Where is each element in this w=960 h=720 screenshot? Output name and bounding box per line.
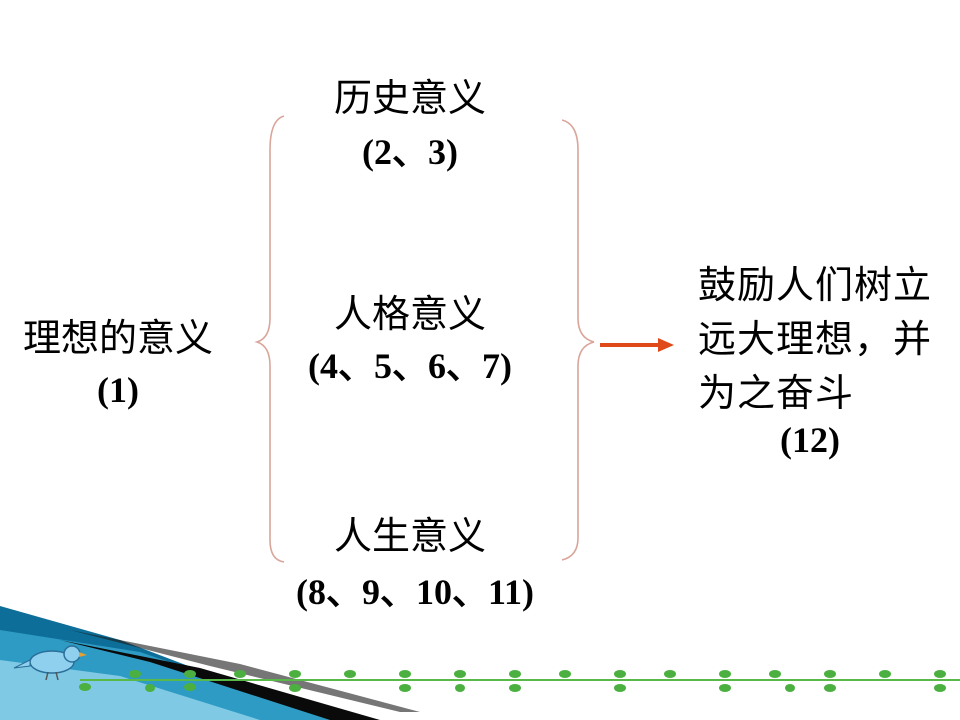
left-brace <box>254 115 285 563</box>
branch-personality-title: 人格意义 <box>333 292 486 336</box>
branch-personality-numbers: (4、5、6、7) <box>308 346 512 386</box>
footer-wave <box>0 606 420 720</box>
right-arrow <box>600 338 674 352</box>
conclusion-number: (12) <box>780 420 840 460</box>
left-number: (1) <box>97 370 139 410</box>
right-brace <box>561 119 595 561</box>
branch-life-numbers: (8、9、10、11) <box>296 572 534 612</box>
conclusion-text: 鼓励人们树立远大理想，并为之奋斗 <box>698 263 933 415</box>
vine-leaves <box>79 670 946 692</box>
branch-history-numbers: (2、3) <box>362 132 458 172</box>
branch-history-title: 历史意义 <box>333 76 486 120</box>
branch-life-title: 人生意义 <box>333 514 486 558</box>
left-title: 理想的意义 <box>22 316 213 360</box>
bird-icon <box>13 645 87 681</box>
